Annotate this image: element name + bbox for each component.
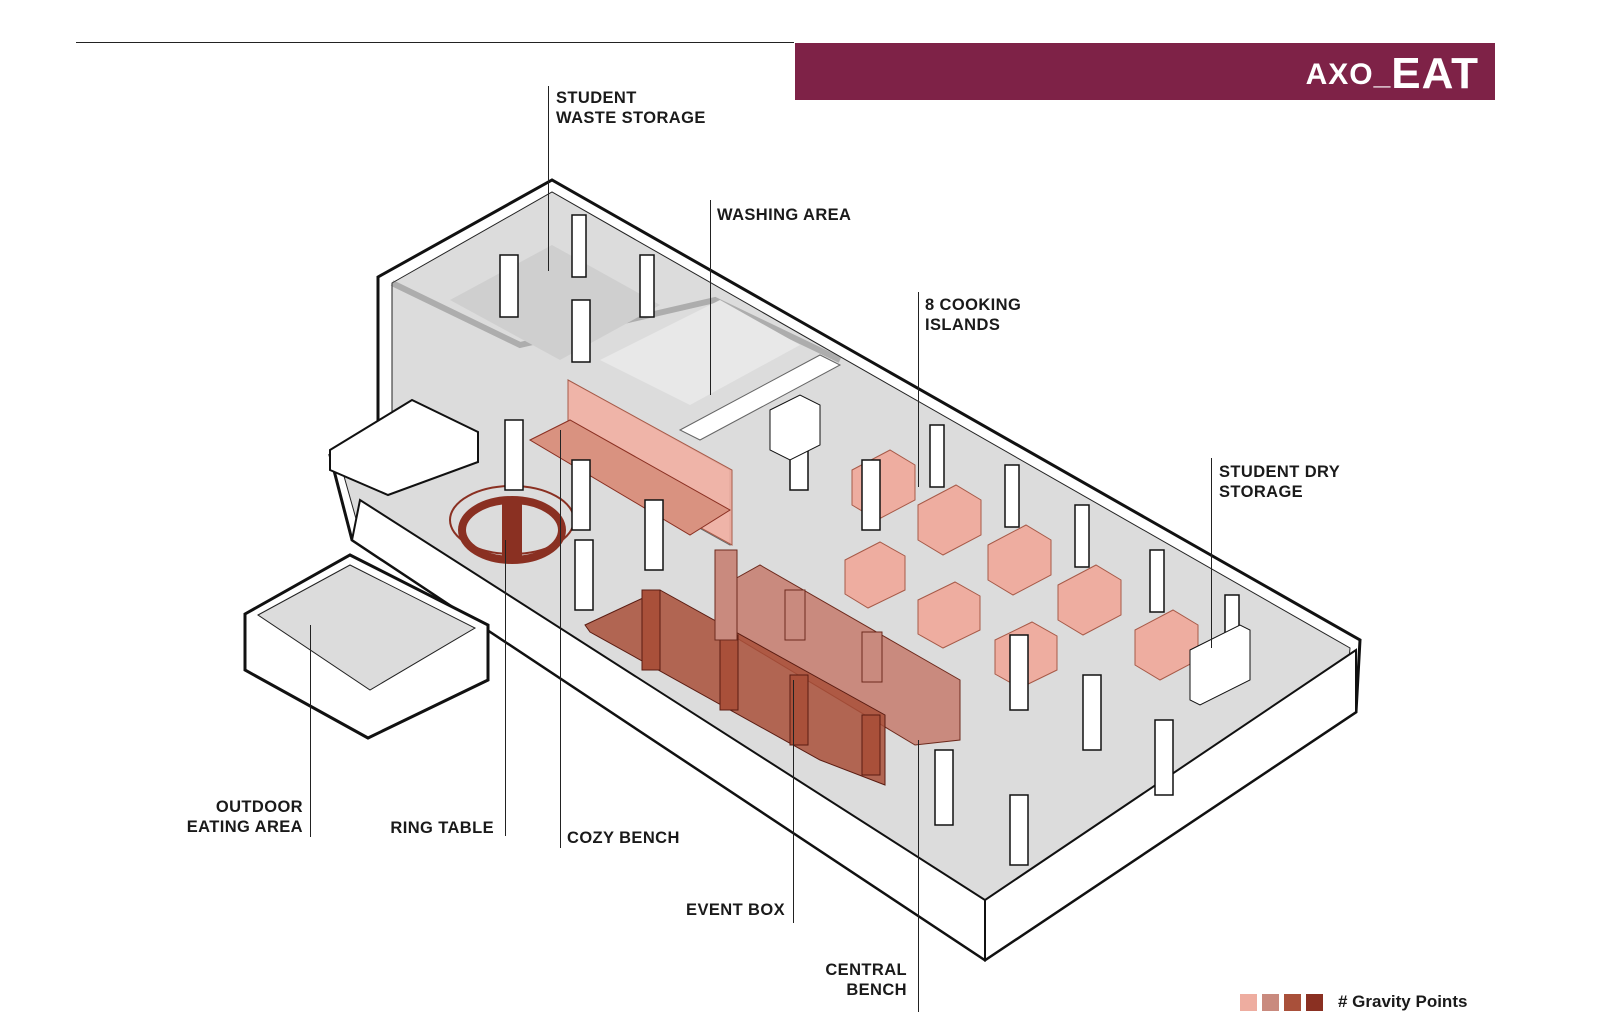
leader-student-dry-storage xyxy=(1211,458,1212,648)
column xyxy=(644,499,664,571)
leader-event-box xyxy=(793,680,794,923)
washing-area-floor xyxy=(600,300,800,405)
legend-swatch xyxy=(1240,993,1257,1011)
central-bench-pillar-3 xyxy=(861,631,883,683)
leader-ring-table xyxy=(505,540,506,836)
right-wall xyxy=(984,648,1357,962)
column xyxy=(929,424,945,488)
ring-table-column xyxy=(502,500,522,560)
top-rule xyxy=(76,42,794,43)
upper-box xyxy=(329,398,479,497)
column xyxy=(1009,794,1029,866)
label-line: STUDENT xyxy=(556,89,637,107)
column xyxy=(639,254,655,318)
cooking-islands xyxy=(844,449,1199,689)
label-line: EATING AREA xyxy=(186,818,303,836)
columns xyxy=(499,214,1240,866)
label-line: ISLANDS xyxy=(925,316,1001,334)
legend: # Gravity Points xyxy=(1240,992,1467,1012)
interior-wall-b xyxy=(678,354,842,441)
cooking-island xyxy=(1057,564,1122,636)
event-box-pillar-4 xyxy=(861,714,881,776)
title-prefix: AXO_ xyxy=(1305,58,1392,91)
cozy-bench xyxy=(528,419,731,536)
column xyxy=(574,539,594,611)
label-cozy-bench: COZY BENCH xyxy=(567,829,680,847)
label-line: OUTDOOR xyxy=(215,798,303,816)
cooking-island xyxy=(844,541,906,609)
event-box-pillar-3 xyxy=(789,674,809,746)
column xyxy=(1074,504,1090,568)
outdoor-area-floor xyxy=(257,564,477,691)
label-cooking-islands: 8 COOKING ISLANDS xyxy=(925,295,1021,335)
column xyxy=(504,419,524,491)
cooking-lockers xyxy=(769,394,821,461)
cooking-island xyxy=(917,581,981,649)
column xyxy=(499,254,519,318)
label-student-dry-storage: STUDENT DRY STORAGE xyxy=(1219,462,1340,502)
label-student-waste-storage: STUDENT WASTE STORAGE xyxy=(556,88,706,128)
label-line: STORAGE xyxy=(1219,483,1304,501)
label-line: CENTRAL xyxy=(825,961,907,979)
column xyxy=(1149,549,1165,613)
label-event-box: EVENT BOX xyxy=(686,901,785,919)
title-bar: AXO_ EAT xyxy=(795,43,1495,100)
column xyxy=(861,459,881,531)
cooking-island xyxy=(917,484,982,556)
label-line: STUDENT DRY xyxy=(1219,463,1341,481)
leader-cooking-islands xyxy=(918,292,919,487)
column xyxy=(1082,674,1102,751)
column xyxy=(1154,719,1174,796)
label-line: 8 COOKING xyxy=(925,296,1022,314)
label-central-bench: CENTRAL BENCH xyxy=(800,960,907,1000)
column xyxy=(571,299,591,363)
event-box-pillar-1 xyxy=(641,589,661,671)
label-ring-table: RING TABLE xyxy=(390,819,494,837)
dry-storage-lockers xyxy=(1189,624,1251,706)
event-box-pillar-2 xyxy=(719,634,739,711)
label-line: BENCH xyxy=(846,981,907,999)
central-bench-pillar-2 xyxy=(784,589,806,641)
central-bench-pillar-1 xyxy=(714,549,738,641)
label-washing-area: WASHING AREA xyxy=(717,206,852,224)
leader-outdoor-eating-area xyxy=(310,625,311,837)
legend-label: # Gravity Points xyxy=(1338,992,1468,1011)
column xyxy=(571,459,591,531)
cooking-island xyxy=(987,524,1052,596)
legend-swatch xyxy=(1306,993,1323,1011)
label-line: WASTE STORAGE xyxy=(556,109,706,127)
column xyxy=(934,749,954,826)
column xyxy=(571,214,587,278)
leader-student-waste-storage xyxy=(548,86,549,271)
legend-swatch xyxy=(1284,993,1301,1011)
title-main: EAT xyxy=(1391,49,1479,98)
leader-washing-area xyxy=(710,200,711,395)
label-outdoor-eating-area: OUTDOOR EATING AREA xyxy=(185,797,303,837)
leader-central-bench xyxy=(918,740,919,1012)
legend-swatch xyxy=(1262,993,1279,1011)
leader-cozy-bench xyxy=(560,430,561,848)
column xyxy=(1004,464,1020,528)
column xyxy=(1009,634,1029,711)
